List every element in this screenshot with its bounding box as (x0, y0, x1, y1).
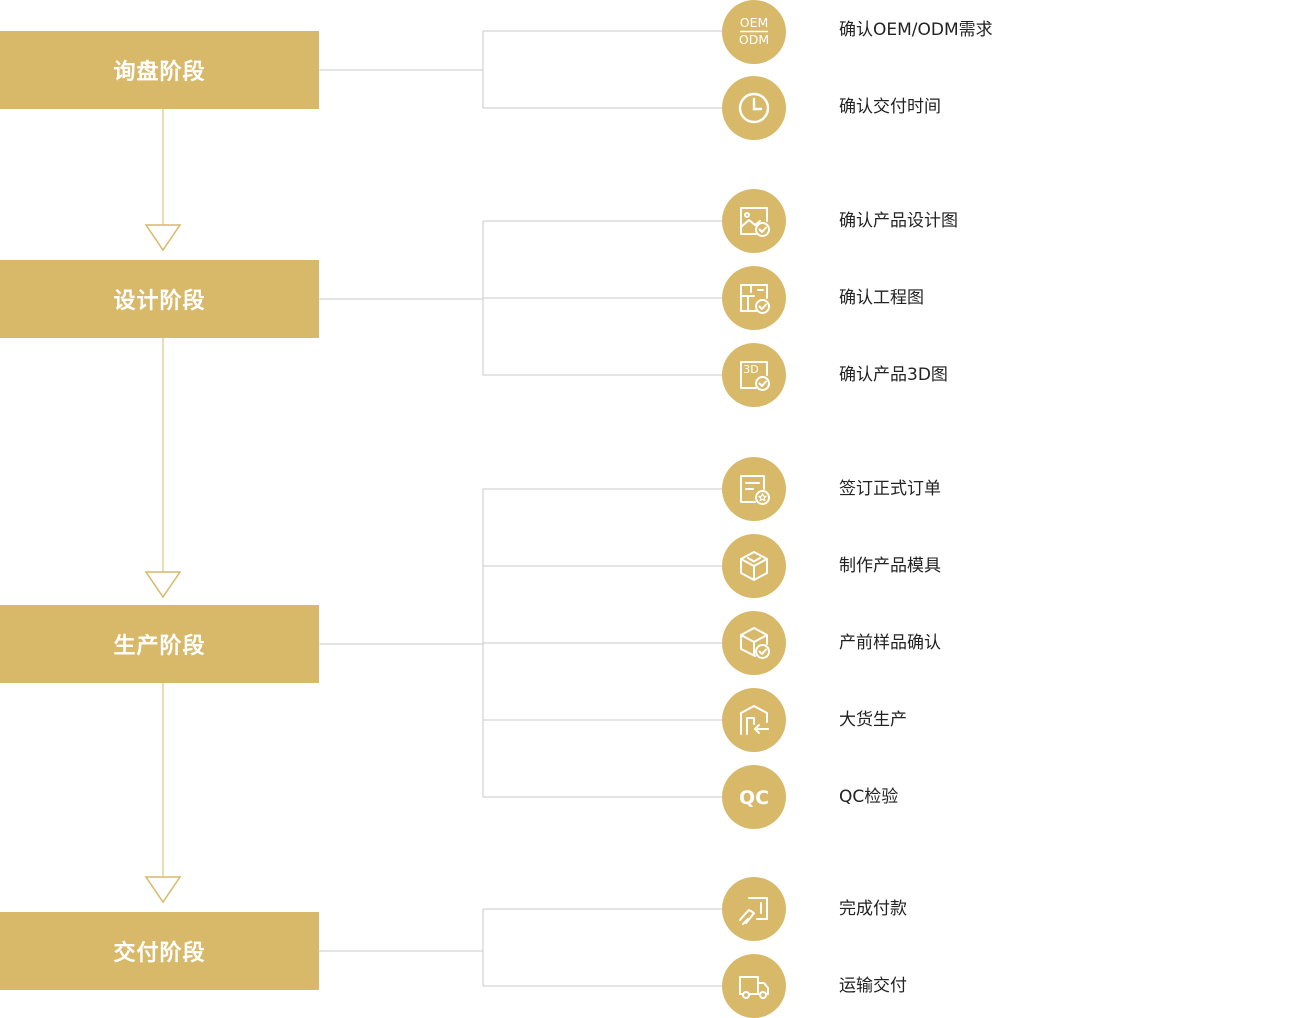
stage-production: 生产阶段 (0, 605, 319, 683)
design-image-check-icon (722, 189, 786, 253)
qc-icon: QC (722, 765, 786, 829)
oem-odm-icon: OEM ODM (722, 0, 786, 64)
factory-icon (722, 688, 786, 752)
stage-design: 设计阶段 (0, 260, 319, 338)
svg-text:QC: QC (739, 787, 769, 809)
step-label-complete-payment: 完成付款 (839, 899, 907, 919)
svg-text:ODM: ODM (739, 32, 769, 47)
stage-delivery: 交付阶段 (0, 912, 319, 990)
step-label-sign-order: 签订正式订单 (839, 479, 941, 499)
svg-text:OEM: OEM (740, 15, 769, 30)
payment-icon (722, 877, 786, 941)
step-label-qc-inspection: QC检验 (839, 787, 899, 807)
clock-icon (722, 76, 786, 140)
order-document-icon (722, 457, 786, 521)
flow-arrow (144, 224, 182, 252)
step-label-make-mold: 制作产品模具 (839, 556, 941, 576)
stage-inquiry: 询盘阶段 (0, 31, 319, 109)
flow-arrow (144, 876, 182, 904)
step-label-shipping-delivery: 运输交付 (839, 976, 907, 996)
step-label-confirm-design-drawing: 确认产品设计图 (839, 211, 958, 231)
step-label-sample-confirm: 产前样品确认 (839, 633, 941, 653)
box-check-icon (722, 611, 786, 675)
truck-icon (722, 954, 786, 1018)
blueprint-check-icon (722, 266, 786, 330)
step-label-mass-production: 大货生产 (839, 710, 907, 730)
step-label-confirm-oem-odm: 确认OEM/ODM需求 (839, 20, 993, 40)
step-label-confirm-delivery-time: 确认交付时间 (839, 97, 941, 117)
box-mold-icon (722, 534, 786, 598)
3d-check-icon: 3D (722, 343, 786, 407)
svg-text:3D: 3D (743, 363, 758, 376)
step-label-confirm-3d-drawing: 确认产品3D图 (839, 365, 948, 385)
step-label-confirm-engineering-drawing: 确认工程图 (839, 288, 924, 308)
flow-arrow (144, 571, 182, 599)
